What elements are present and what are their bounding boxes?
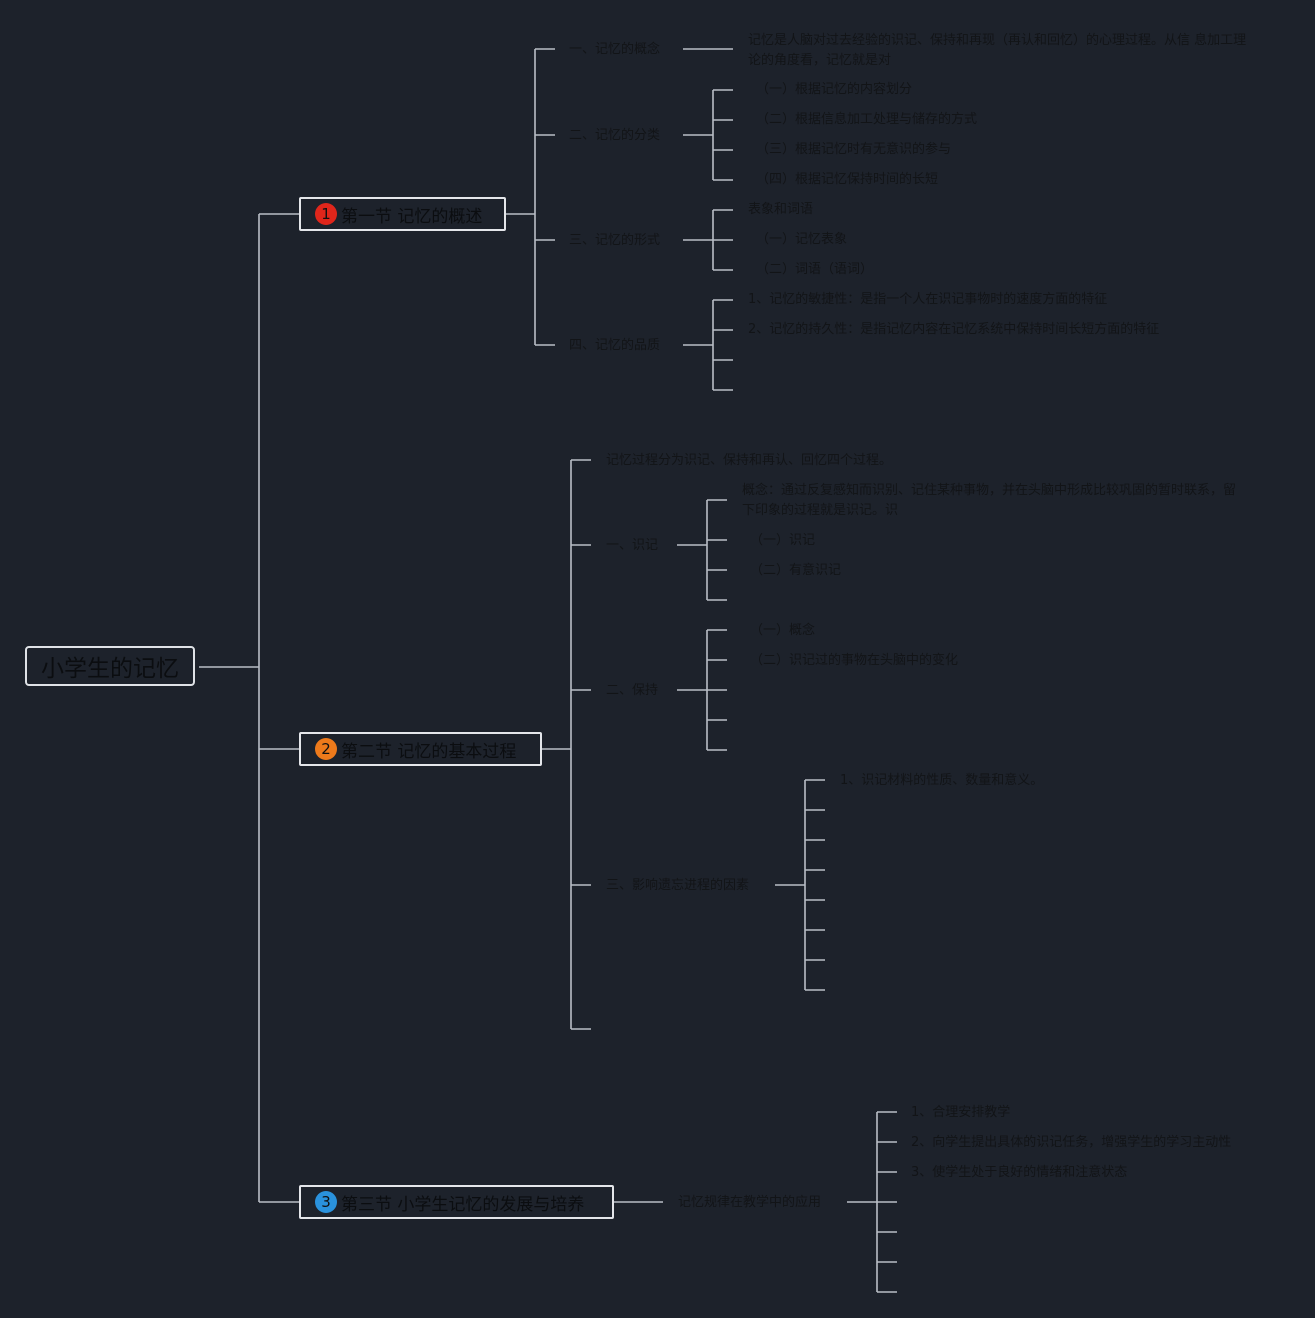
root-topic[interactable]: 小学生的记忆	[25, 646, 195, 686]
list-item[interactable]: 2、向学生提出具体的识记任务，增强学生的学习主动性	[911, 1135, 1232, 1150]
badge-number: 3	[321, 1193, 331, 1211]
section-2-topic[interactable]: 2 第二节 记忆的基本过程	[299, 732, 542, 766]
memory-concept-detail[interactable]: 记忆是人脑对过去经验的识记、保持和再现（再认和回忆）的心理过程。从信 息加工理论…	[748, 33, 1247, 68]
connector	[505, 48, 555, 346]
topic-memorize[interactable]: 一、识记	[606, 538, 659, 553]
list-item[interactable]: 1、记忆的敏捷性：是指一个人在识记事物时的速度方面的特征	[748, 292, 1108, 307]
list-item[interactable]: （四）根据记忆保持时间的长短	[756, 172, 939, 187]
connector	[683, 89, 733, 181]
root-label: 小学生的记忆	[41, 656, 179, 682]
badge-number: 2	[321, 740, 331, 758]
list-item[interactable]: （二）有意识记	[750, 563, 842, 578]
list-item[interactable]: （一）记忆表象	[756, 232, 848, 247]
connector	[683, 299, 733, 391]
connector	[199, 213, 299, 1203]
list-item[interactable]: （二）词语（语词）	[756, 262, 874, 277]
list-item[interactable]: （一）识记	[750, 533, 816, 548]
badge-number: 1	[321, 205, 331, 223]
topic-teaching-application[interactable]: 记忆规律在教学中的应用	[678, 1195, 822, 1210]
list-item[interactable]: （二）识记过的事物在头脑中的变化	[750, 653, 959, 668]
topic-memory-classification[interactable]: 二、记忆的分类	[569, 128, 661, 143]
connector	[847, 1111, 897, 1293]
list-item[interactable]: 3、使学生处于良好的情绪和注意状态	[911, 1165, 1128, 1180]
section-1-label: 第一节 记忆的概述	[341, 206, 483, 227]
process-intro[interactable]: 记忆过程分为识记、保持和再认、回忆四个过程。	[606, 453, 893, 468]
connector	[677, 629, 727, 751]
topic-memory-concept[interactable]: 一、记忆的概念	[569, 42, 661, 57]
connector	[677, 499, 727, 601]
memorize-concept-detail[interactable]: 概念：通过反复感知而识别、记住某种事物，并在头脑中形成比较巩固的暂时联系，留下印…	[742, 483, 1237, 518]
list-item[interactable]: 1、合理安排教学	[911, 1105, 1011, 1120]
section-3-label: 第三节 小学生记忆的发展与培养	[341, 1194, 585, 1215]
connector	[541, 459, 591, 1030]
topic-forgetting-factors[interactable]: 三、影响遗忘进程的因素	[606, 878, 750, 893]
priority-3-icon: 3	[315, 1191, 337, 1213]
section-1-topic[interactable]: 1 第一节 记忆的概述	[299, 197, 506, 231]
list-item[interactable]: 2、记忆的持久性：是指记忆内容在记忆系统中保持时间长短方面的特征	[748, 322, 1160, 337]
list-item[interactable]: 表象和词语	[748, 202, 814, 217]
section-3-topic[interactable]: 3 第三节 小学生记忆的发展与培养	[299, 1185, 614, 1219]
topic-memory-forms[interactable]: 三、记忆的形式	[569, 233, 661, 248]
priority-1-icon: 1	[315, 203, 337, 225]
list-item[interactable]: （二）根据信息加工处理与储存的方式	[756, 112, 978, 127]
connector	[775, 779, 825, 991]
connector	[683, 209, 733, 271]
list-item[interactable]: （一）根据记忆的内容划分	[756, 82, 913, 97]
list-item[interactable]: 1、识记材料的性质、数量和意义。	[840, 773, 1044, 788]
priority-2-icon: 2	[315, 738, 337, 760]
topic-retain[interactable]: 二、保持	[606, 683, 659, 698]
section-2-label: 第二节 记忆的基本过程	[341, 741, 517, 762]
list-item[interactable]: （三）根据记忆时有无意识的参与	[756, 142, 952, 157]
topic-memory-quality[interactable]: 四、记忆的品质	[569, 338, 661, 353]
list-item[interactable]: （一）概念	[750, 623, 816, 638]
